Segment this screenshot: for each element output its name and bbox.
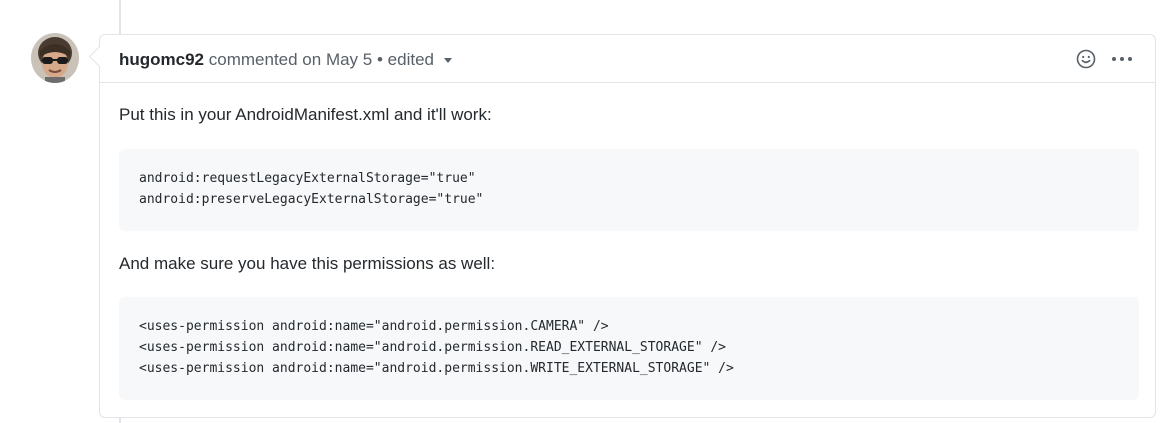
code-block-1: android:requestLegacyExternalStorage="tr…: [119, 149, 1139, 231]
edited-dropdown[interactable]: edited: [388, 49, 452, 71]
edited-label: edited: [387, 50, 434, 69]
add-reaction-button[interactable]: [1076, 49, 1096, 69]
header-separator: •: [376, 50, 383, 69]
author-link[interactable]: hugomc92: [119, 50, 205, 69]
smiley-icon: [1076, 49, 1096, 69]
triangle-down-icon: [443, 57, 452, 63]
comment-action-text: commented on May 5: [208, 50, 373, 69]
code-block-2: <uses-permission android:name="android.p…: [119, 297, 1139, 400]
code-line: <uses-permission android:name="android.p…: [139, 319, 609, 334]
comment-options-button[interactable]: [1110, 49, 1134, 69]
code-line: android:requestLegacyExternalStorage="tr…: [139, 171, 476, 186]
kebab-horizontal-icon: [1112, 57, 1132, 61]
avatar[interactable]: [31, 33, 79, 83]
code-line: <uses-permission android:name="android.p…: [139, 361, 734, 376]
comment-box: hugomc92 commented on May 5 • edited: [99, 34, 1156, 418]
comment-paragraph-2: And make sure you have this permissions …: [119, 254, 496, 273]
comment-header: hugomc92 commented on May 5 • edited: [100, 35, 1155, 83]
code-line: android:preserveLegacyExternalStorage="t…: [139, 192, 484, 207]
code-line: <uses-permission android:name="android.p…: [139, 340, 726, 355]
comment-header-text: hugomc92 commented on May 5 • edited: [119, 49, 452, 71]
comment-paragraph-1: Put this in your AndroidManifest.xml and…: [119, 105, 492, 124]
avatar-image: [31, 33, 79, 83]
